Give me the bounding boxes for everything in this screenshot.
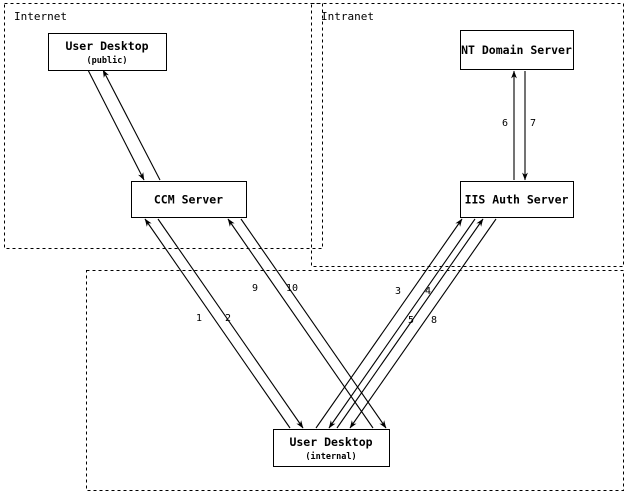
flow-1-user-desktop-public-to-ccm-server: [87, 69, 145, 181]
flow-line: [328, 218, 476, 429]
flow-line: [102, 69, 161, 181]
node-title-user-desktop-internal: User Desktop: [289, 435, 372, 449]
flow-8-iis-auth-server-to-user-desktop-internal: [349, 218, 497, 429]
step-label-7: 7: [530, 118, 536, 129]
step-labels: 1 2 9 10 3 4 5 8 6 7: [196, 118, 536, 326]
node-title-nt-domain-server: NT Domain Server: [461, 43, 572, 57]
flow-line: [315, 218, 463, 429]
step-label-10: 10: [286, 283, 298, 294]
zone-border-internal: [85, 269, 625, 492]
flow-line: [240, 218, 387, 429]
flow-2-ccm-server-to-user-desktop-internal: [157, 218, 304, 429]
step-label-4: 4: [425, 286, 431, 297]
zone-internet: Internet: [3, 2, 324, 250]
flow-3-user-desktop-internal-to-iis-auth-server: [315, 218, 463, 429]
node-box-user-desktop-internal[interactable]: [272, 428, 391, 468]
node-boxes: User Desktop (public) CCM Server NT Domain …: [47, 29, 575, 468]
flow-4-iis-auth-server-to-user-desktop-internal: [328, 218, 476, 429]
flow-line: [336, 218, 484, 429]
node-box-ccm-server[interactable]: [130, 180, 248, 219]
node-user-desktop-internal[interactable]: User Desktop (internal): [272, 428, 391, 468]
flow-line: [349, 218, 497, 429]
flow-line: [87, 69, 145, 181]
node-subtitle-user-desktop-internal: (internal): [305, 451, 356, 462]
node-box-nt-domain-server[interactable]: [459, 29, 575, 71]
flow-line: [144, 218, 291, 429]
node-box-iis-auth-server[interactable]: [459, 180, 575, 219]
flow-10-ccm-server-to-user-desktop-internal: [240, 218, 387, 429]
node-box-user-desktop-public[interactable]: [47, 32, 168, 72]
node-subtitle-user-desktop-public: (public): [87, 55, 128, 66]
node-ccm-server[interactable]: CCM Server: [130, 180, 248, 219]
node-title-user-desktop-public: User Desktop: [65, 39, 148, 53]
step-label-5: 5: [408, 315, 414, 326]
step-label-1: 1: [196, 313, 202, 324]
step-label-8: 8: [431, 315, 437, 326]
flow-2-ccm-server-to-user-desktop-public: [102, 69, 161, 181]
zone-border-internet: [3, 2, 324, 250]
flow-1-user-desktop-internal-to-ccm-server: [144, 218, 291, 429]
step-label-6: 6: [502, 118, 508, 129]
flow-9-user-desktop-internal-to-ccm-server: [227, 218, 374, 429]
node-iis-auth-server[interactable]: IIS Auth Server: [459, 180, 575, 219]
flow-arrows: [87, 69, 528, 429]
zone-label-intranet: Intranet: [321, 10, 374, 23]
step-label-9: 9: [252, 283, 258, 294]
step-label-2: 2: [225, 313, 231, 324]
node-title-iis-auth-server: IIS Auth Server: [465, 193, 569, 207]
node-title-ccm-server: CCM Server: [154, 193, 223, 207]
zone-boundaries: Internet Intranet: [3, 2, 625, 492]
step-label-3: 3: [395, 286, 401, 297]
zone-internal: [85, 269, 625, 492]
flow-line: [157, 218, 304, 429]
zone-label-internet: Internet: [14, 10, 67, 23]
node-user-desktop-public[interactable]: User Desktop (public): [47, 32, 168, 72]
flow-line: [227, 218, 374, 429]
zone-border-intranet: [310, 2, 625, 268]
node-nt-domain-server[interactable]: NT Domain Server: [459, 29, 575, 71]
flow-5-user-desktop-internal-to-iis-auth-server: [336, 218, 484, 429]
zone-intranet: Intranet: [310, 2, 625, 268]
